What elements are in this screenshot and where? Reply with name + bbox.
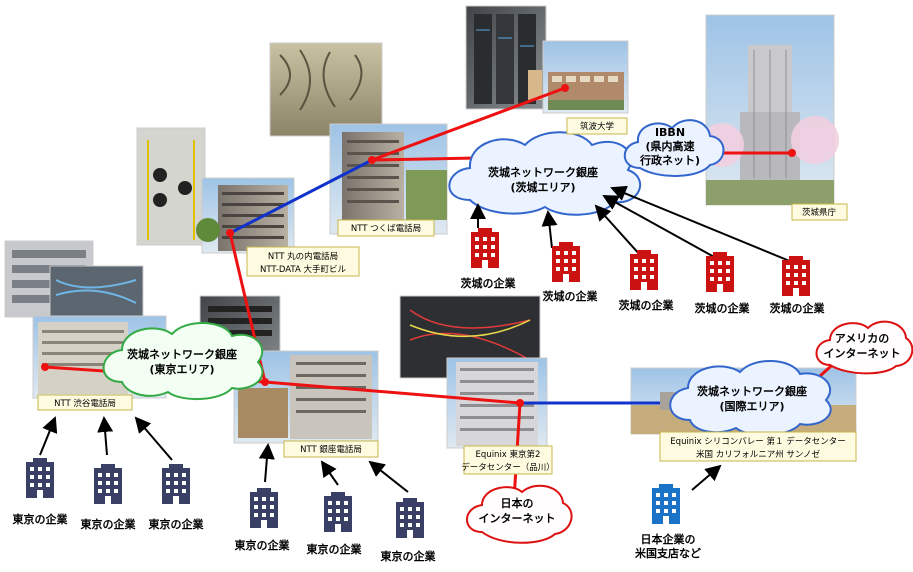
- building-icon-tokyo-left-2: [94, 464, 122, 504]
- building-icon-ibaraki-3: [630, 250, 658, 290]
- svg-text:筑波大学: 筑波大学: [580, 121, 615, 132]
- cloud-ibaraki-line2: (茨城エリア): [510, 180, 575, 194]
- label-us-branch-line2: 米国支店など: [634, 546, 701, 560]
- svg-text:NTT つくば電話局: NTT つくば電話局: [351, 223, 421, 234]
- cloud-japan-line1: 日本の: [501, 496, 534, 510]
- label-ibaraki-3: 茨城の企業: [619, 298, 675, 312]
- photo-ntt-shibuya-cables: [49, 265, 144, 320]
- label-tokyo-left-3: 東京の企業: [149, 517, 205, 531]
- label-ibaraki-1: 茨城の企業: [461, 276, 517, 290]
- label-us-branch-line1: 日本企業の: [641, 532, 696, 546]
- node-ginza: [261, 378, 269, 386]
- building-icon-us-branch: [652, 484, 680, 524]
- photo-tsukuba-datacenter: [465, 5, 547, 110]
- cloud-ibbn-line1: IBBN: [655, 126, 685, 139]
- node-marunouchi: [226, 229, 234, 237]
- node-pref: [788, 149, 796, 157]
- caption-ntt-tsukuba: NTT つくば電話局: [337, 219, 435, 237]
- building-icon-tokyo-bottom-3: [396, 498, 424, 538]
- link-marunouchi-tsukuba: [229, 158, 373, 235]
- cloud-intl-line1: 茨城ネットワーク銀座: [697, 384, 807, 398]
- caption-ntt-ginza: NTT 銀座電話局: [283, 440, 379, 458]
- building-icon-tokyo-bottom-1: [250, 488, 278, 528]
- arrow-tokyo-bottom-2: [320, 460, 339, 486]
- svg-text:茨城県庁: 茨城県庁: [802, 207, 837, 218]
- label-ibaraki-2: 茨城の企業: [543, 289, 599, 303]
- node-shibuya: [41, 363, 49, 371]
- node-tsukuba: [368, 156, 376, 164]
- building-icon-ibaraki-5: [782, 256, 810, 296]
- photo-equinix-tokyo-building: [446, 357, 548, 449]
- caption-equinix-sv: Equinix シリコンバレー 第１ データセンター 米国 カリフォルニア州 サ…: [659, 431, 857, 462]
- photo-tsukuba-campus: [542, 40, 629, 114]
- svg-text:Equinix シリコンバレー 第１ データセンター: Equinix シリコンバレー 第１ データセンター: [670, 436, 845, 447]
- arrow-tokyo-bottom-1: [258, 443, 275, 483]
- building-icon-ibaraki-1: [471, 228, 499, 268]
- caption-ibaraki-pref: 茨城県庁: [791, 203, 848, 221]
- cloud-international-area: 茨城ネットワーク銀座 (国際エリア): [669, 359, 832, 437]
- photo-ntt-tsukuba-building: [329, 123, 448, 235]
- cloud-japan-line2: インターネット: [479, 512, 556, 525]
- building-icon-ibaraki-4: [706, 252, 734, 292]
- caption-tsukuba-univ: 筑波大学: [566, 117, 628, 135]
- cloud-ibbn-line2: (県内高速: [645, 139, 694, 153]
- cloud-ibbn-line3: 行政ネット): [639, 153, 700, 167]
- arrow-ibaraki-2: [541, 210, 558, 249]
- label-tokyo-bottom-3: 東京の企業: [381, 549, 437, 563]
- caption-equinix-tokyo: Equinix 東京第2 データセンター（品川）: [461, 445, 555, 475]
- caption-ntt-marunouchi: NTT 丸の内電話局 NTT-DATA 大手町ビル: [246, 246, 360, 277]
- label-tokyo-left-2: 東京の企業: [81, 517, 137, 531]
- arrow-us-branch: [691, 464, 722, 491]
- svg-text:NTT 銀座電話局: NTT 銀座電話局: [300, 444, 362, 455]
- label-tokyo-bottom-2: 東京の企業: [307, 542, 363, 556]
- arrow-tokyo-left-1: [39, 416, 58, 456]
- cloud-tokyo-area: 茨城ネットワーク銀座 (東京エリア): [102, 321, 264, 401]
- cloud-japan-internet: 日本の インターネット: [466, 484, 573, 544]
- building-icon-ibaraki-2: [552, 242, 580, 282]
- svg-text:データセンター（品川）: データセンター（品川）: [461, 462, 555, 473]
- photo-ntt-marunouchi-fiber: [136, 127, 206, 246]
- cloud-tokyo-line2: (東京エリア): [149, 362, 214, 376]
- cloud-america-line2: インターネット: [824, 347, 901, 360]
- cloud-tokyo-line1: 茨城ネットワーク銀座: [127, 347, 237, 361]
- arrow-ibaraki-3: [594, 204, 641, 256]
- photo-ntt-marunouchi-building: [196, 177, 295, 254]
- svg-text:NTT 渋谷電話局: NTT 渋谷電話局: [54, 398, 116, 409]
- node-equinix: [516, 399, 524, 407]
- node-univ: [561, 84, 569, 92]
- svg-text:NTT 丸の内電話局: NTT 丸の内電話局: [268, 251, 338, 262]
- cloud-america-internet: アメリカの インターネット: [815, 320, 913, 375]
- svg-text:NTT-DATA 大手町ビル: NTT-DATA 大手町ビル: [260, 264, 346, 275]
- building-icon-tokyo-bottom-2: [324, 492, 352, 532]
- building-icon-tokyo-left-3: [162, 464, 190, 504]
- label-tokyo-left-1: 東京の企業: [13, 512, 69, 526]
- cloud-intl-line2: (国際エリア): [719, 399, 784, 413]
- arrow-tokyo-bottom-3: [368, 460, 409, 493]
- photo-ibaraki-pref: [700, 14, 839, 206]
- arrow-tokyo-left-3: [134, 416, 173, 461]
- link-tsukuba-univ: [371, 86, 566, 162]
- building-icon-tokyo-left-1: [26, 458, 54, 498]
- cloud-ibaraki-area: 茨城ネットワーク銀座 (茨城エリア): [448, 131, 641, 216]
- cloud-ibbn: IBBN (県内高速 行政ネット): [623, 119, 725, 177]
- svg-text:Equinix 東京第2: Equinix 東京第2: [476, 449, 541, 460]
- arrow-ibaraki-4: [602, 195, 717, 259]
- svg-text:米国 カリフォルニア州 サンノゼ: 米国 カリフォルニア州 サンノゼ: [696, 449, 820, 460]
- photo-ntt-tsukuba-racks: [269, 42, 383, 137]
- label-tokyo-bottom-1: 東京の企業: [235, 538, 291, 552]
- cloud-ibaraki-line1: 茨城ネットワーク銀座: [488, 165, 598, 179]
- label-ibaraki-4: 茨城の企業: [695, 301, 751, 315]
- arrow-tokyo-left-2: [97, 416, 114, 456]
- cloud-america-line1: アメリカの: [835, 332, 889, 345]
- caption-ntt-shibuya: NTT 渋谷電話局: [37, 394, 133, 411]
- arrow-ibaraki-5: [610, 185, 793, 263]
- label-ibaraki-5: 茨城の企業: [770, 301, 826, 315]
- link-ginza-equinix: [264, 380, 521, 405]
